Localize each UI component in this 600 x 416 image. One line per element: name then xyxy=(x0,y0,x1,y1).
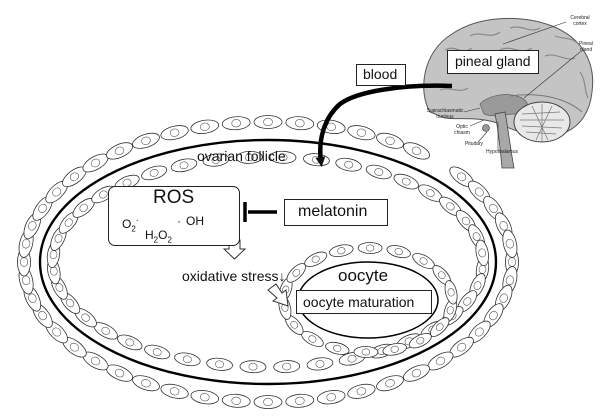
granulosa-cell xyxy=(376,375,404,392)
granulosa-cell xyxy=(253,115,283,129)
ros-title: ROS xyxy=(153,187,195,208)
hydrogen-peroxide-formula: H2O2 xyxy=(145,228,172,245)
cerebral-cortex-label: Cerebral cortex xyxy=(570,15,590,27)
granulosa-cell xyxy=(144,344,171,360)
granulosa-cell xyxy=(253,395,283,409)
granulosa-cell xyxy=(403,142,430,160)
granulosa-cell xyxy=(72,198,95,218)
oocyte-label: oocyte xyxy=(338,266,389,285)
granulosa-cell xyxy=(190,119,220,134)
oocyte-maturation-box: oocyte maturation xyxy=(296,290,432,314)
granulosa-cell xyxy=(239,360,267,374)
granulosa-cell xyxy=(376,132,404,149)
granulosa-cell xyxy=(174,352,201,367)
granulosa-cell xyxy=(273,360,301,374)
granulosa-cell xyxy=(347,383,376,399)
granulosa-cell xyxy=(316,390,346,405)
granulosa-cell xyxy=(306,357,334,371)
granulosa-cell xyxy=(303,153,330,167)
granulosa-cell xyxy=(357,242,383,254)
follicle-boundary xyxy=(38,138,498,386)
oocyte-maturation-label: oocyte maturation xyxy=(303,294,415,310)
granulosa-cell xyxy=(443,298,458,323)
hypothalamus-label: Hypothalamus xyxy=(486,149,518,155)
granulosa-cell xyxy=(117,334,143,351)
granulosa-cell xyxy=(429,317,450,337)
granulosa-cell xyxy=(132,375,160,392)
granulosa-cell xyxy=(269,150,297,164)
granulosa-cell xyxy=(347,125,376,141)
granulosa-cell xyxy=(190,390,220,405)
hydroxyl-formula: ·OH xyxy=(177,214,204,228)
granulosa-cell xyxy=(475,239,489,267)
granulosa-cell xyxy=(457,290,478,313)
pineal-gland-label: pineal gland xyxy=(447,50,539,74)
granulosa-cell xyxy=(285,116,315,131)
granulosa-cell xyxy=(202,153,230,167)
melatonin-label: melatonin xyxy=(298,203,368,220)
follicle-label: ovarian follicle xyxy=(197,148,286,164)
granulosa-cell xyxy=(444,280,458,305)
granulosa-cell xyxy=(221,116,251,131)
granulosa-cell xyxy=(141,165,168,181)
granulosa-cell-layer xyxy=(17,115,519,409)
granulosa-cell xyxy=(206,357,233,371)
granulosa-cell xyxy=(393,173,419,190)
inhibition-symbol xyxy=(243,202,277,222)
granulosa-cell xyxy=(221,393,251,408)
oxidative-stress-label: oxidative stress↓ xyxy=(182,268,286,284)
granulosa-cell xyxy=(106,142,133,160)
suprachiasmatic-label: Suprachiasmatic nucleus xyxy=(426,108,464,120)
pituitary-label: Pituitary xyxy=(464,141,484,147)
optic-chiasm-label: Optic chiasm xyxy=(454,124,470,136)
superoxide-formula: O2· xyxy=(122,215,139,234)
granulosa-cell xyxy=(304,251,328,267)
granulosa-cell xyxy=(353,346,379,358)
ros-box: ROS O2· ·OH H2O2 xyxy=(108,186,240,246)
granulosa-cell xyxy=(286,263,307,283)
pituitary-body xyxy=(482,124,490,132)
granulosa-cell xyxy=(386,245,411,259)
granulosa-cell xyxy=(106,364,133,382)
granulosa-cell xyxy=(403,364,430,382)
melatonin-box: melatonin xyxy=(284,199,388,226)
blood-label: blood xyxy=(356,64,406,86)
granulosa-cell xyxy=(382,342,407,356)
granulosa-cell xyxy=(235,150,263,164)
diagonal-arrow-icon xyxy=(267,283,289,307)
granulosa-cell xyxy=(170,158,198,173)
granulosa-cell xyxy=(160,125,189,141)
granulosa-cell xyxy=(301,331,324,347)
granulosa-cell xyxy=(325,341,350,355)
granulosa-cell xyxy=(335,157,362,172)
granulosa-cell xyxy=(132,132,160,149)
granulosa-cell xyxy=(160,383,189,399)
granulosa-cell xyxy=(74,307,97,328)
granulosa-cell xyxy=(365,164,392,180)
brain-illustration xyxy=(423,18,594,169)
granulosa-cell xyxy=(18,229,34,258)
granulosa-cell xyxy=(82,351,109,371)
granulosa-cell xyxy=(62,336,87,358)
granulosa-cell xyxy=(285,393,315,408)
blood-flow-arrow xyxy=(315,83,453,167)
granulosa-cell xyxy=(502,229,518,258)
granulosa-cell xyxy=(45,180,69,204)
granulosa-cell xyxy=(329,244,354,258)
pineal-label: Pineal gland xyxy=(579,41,593,53)
granulosa-cell xyxy=(408,333,432,349)
